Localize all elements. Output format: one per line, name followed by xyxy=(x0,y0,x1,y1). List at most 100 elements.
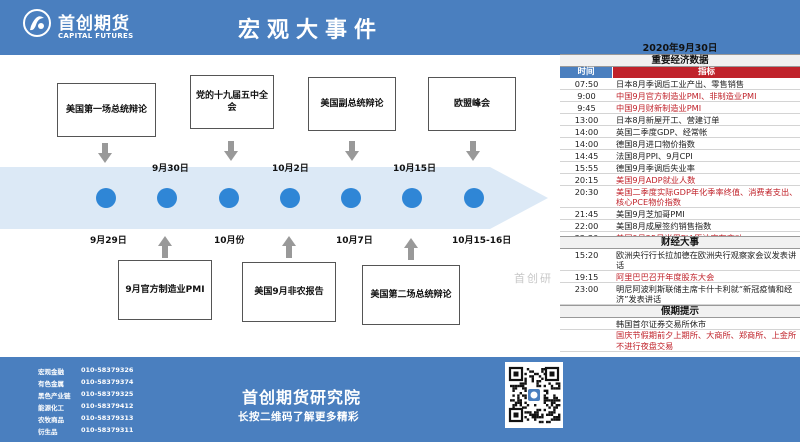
contact-row: 黑色产业链 010-58379325 xyxy=(38,390,133,400)
contact-name: 衍生品 xyxy=(38,428,58,436)
page-title: 宏观大事件 xyxy=(238,18,384,43)
row-time: 22:00 xyxy=(574,221,599,232)
schedule-row: 15:20 欧洲央行行长拉加德在欧洲央行观察家会议发表讲话 xyxy=(560,249,800,272)
date-label-oct2: 10月2日 xyxy=(272,164,309,174)
row-description: 日本8月新屋开工、营建订单 xyxy=(616,114,720,125)
row-description: 国庆节假期前夕上期所、大商所、郑商所、上金所不进行夜盘交易 xyxy=(616,330,797,351)
timeline-dot xyxy=(464,188,484,208)
schedule-row: 19:15 阿里巴巴召开年度股东大会 xyxy=(560,271,800,284)
contact-row: 有色金属 010-58379374 xyxy=(38,378,133,388)
col-header-indicator: 指标 xyxy=(613,67,800,78)
row-description: 韩国首尔证券交易所休市 xyxy=(616,318,707,329)
row-time: 15:55 xyxy=(574,163,599,173)
contact-row: 农牧商品 010-58379313 xyxy=(38,414,133,424)
connector-arrows-top xyxy=(98,141,480,163)
schedule-row: 国庆节假期前夕上期所、大商所、郑商所、上金所不进行夜盘交易 xyxy=(560,330,800,352)
event-box-nonfarm: 美国9月非农报告 xyxy=(242,262,336,322)
row-description: 法国8月PPI、9月CPI xyxy=(616,150,693,161)
contact-name: 宏观金融 xyxy=(38,368,64,376)
contact-name: 能源化工 xyxy=(38,404,64,412)
event-box-official-pmi: 9月官方制造业PMI xyxy=(118,260,212,320)
row-description: 美国8月成屋签约销售指数 xyxy=(616,220,712,231)
schedule-row: 14:00 德国8月进口物价指数 xyxy=(560,138,800,150)
schedule-row: 23:00 明尼阿波利斯联储主席卡什卡利就“新冠疫情和经济”发表讲话 xyxy=(560,283,800,306)
row-time: 14:00 xyxy=(574,139,599,149)
row-time: 21:45 xyxy=(574,209,599,220)
row-description: 欧洲央行行长拉加德在欧洲央行观察家会议发表讲话 xyxy=(616,249,797,270)
date-label-sep30: 9月30日 xyxy=(152,164,189,174)
row-description: 德国9月季调后失业率 xyxy=(616,162,695,173)
watermark-text: 首创研 xyxy=(514,272,553,285)
event-box-vp-debate: 美国副总统辩论 xyxy=(308,77,396,131)
connector-arrows-bottom xyxy=(158,236,418,260)
row-description: 英国二季度GDP、经常帐 xyxy=(616,126,708,137)
contact-name: 有色金属 xyxy=(38,380,64,388)
timeline-graphics xyxy=(0,141,548,260)
date-label-oct15-16: 10月15-16日 xyxy=(452,236,512,246)
timeline-dot xyxy=(157,188,177,208)
section-title-holiday: 假期提示 xyxy=(560,305,800,318)
date-label-oct7: 10月7日 xyxy=(336,236,373,246)
date-label-oct15: 10月15日 xyxy=(393,164,437,174)
row-description: 美国二季度实际GDP年化季率终值、消费者支出、核心PCE物价指数 xyxy=(616,186,798,207)
macro-event-timeline: 美国第一场总统辩论 党的十九届五中全会 美国副总统辩论 欧盟峰会 9月30日 1… xyxy=(0,55,560,355)
row-description: 日本8月季调后工业产出、零售销售 xyxy=(616,78,745,89)
contact-phone: 010-58379326 xyxy=(81,366,134,374)
row-time: 15:20 xyxy=(574,250,599,260)
section-title-finance: 财经大事 xyxy=(560,236,800,249)
row-description: 中国9月官方制造业PMI、非制造业PMI xyxy=(616,90,757,101)
logo-name-en: CAPITAL FUTURES xyxy=(58,32,134,40)
institute-name: 首创期货研究院 xyxy=(242,388,362,407)
row-time: 14:00 xyxy=(574,127,599,137)
row-time: 13:00 xyxy=(574,115,599,125)
timeline-dot xyxy=(341,188,361,208)
finance-rows: 15:20 欧洲央行行长拉加德在欧洲央行观察家会议发表讲话 19:15 阿里巴巴召开年… xyxy=(560,249,800,306)
schedule-row: 韩国首尔证券交易所休市 xyxy=(560,318,800,330)
row-description: 阿里巴巴召开年度股东大会 xyxy=(616,271,715,282)
logo-name-cn: 首创期货 xyxy=(58,14,130,34)
timeline-dots xyxy=(96,188,484,208)
row-time: 19:15 xyxy=(574,272,599,283)
row-description: 中国9月财新制造业PMI xyxy=(616,102,702,113)
row-time xyxy=(560,318,613,329)
contact-phone: 010-58379374 xyxy=(81,378,134,386)
contact-phone: 010-58379412 xyxy=(81,402,134,410)
timeline-dot xyxy=(219,188,239,208)
header-bar: 首创期货 CAPITAL FUTURES 宏观大事件 xyxy=(0,0,800,55)
contact-name: 农牧商品 xyxy=(38,416,64,424)
schedule-row: 22:00 美国8月成屋签约销售指数 xyxy=(560,220,800,233)
contact-phone: 010-58379313 xyxy=(81,414,134,422)
row-time xyxy=(560,330,613,351)
holiday-rows: 韩国首尔证券交易所休市国庆节假期前夕上期所、大商所、郑商所、上金所不进行夜盘交易 xyxy=(560,318,800,352)
date-label-sep29: 9月29日 xyxy=(90,236,127,246)
contact-name: 黑色产业链 xyxy=(38,392,71,400)
qr-code-icon[interactable] xyxy=(505,362,563,428)
event-box-eu-summit: 欧盟峰会 xyxy=(428,77,516,131)
schedule-row: 15:55 德国9月季调后失业率 xyxy=(560,162,800,174)
panel-date: 2020年9月30日 xyxy=(642,43,718,54)
row-description: 德国8月进口物价指数 xyxy=(616,138,695,149)
section-title-econ: 重要经济数据 xyxy=(560,54,800,67)
row-time: 23:00 xyxy=(574,284,599,295)
contact-row: 宏观金融 010-58379326 xyxy=(38,366,133,376)
schedule-row: 13:00 日本8月新屋开工、营建订单 xyxy=(560,114,800,126)
footer-bar: 宏观金融 010-58379326 有色金属 010-58379374 黑色产业链 0… xyxy=(0,357,800,442)
contact-phone: 010-58379325 xyxy=(81,390,134,398)
event-box-first-debate: 美国第一场总统辩论 xyxy=(57,83,156,137)
schedule-row: 14:00 英国二季度GDP、经常帐 xyxy=(560,126,800,138)
col-header-time: 时间 xyxy=(560,67,612,78)
event-box-fifth-plenum: 党的十九届五中全会 xyxy=(190,75,274,129)
contact-row: 能源化工 010-58379412 xyxy=(38,402,133,412)
econ-table-header: 时间 指标 xyxy=(560,67,800,78)
row-description: 明尼阿波利斯联储主席卡什卡利就“新冠疫情和经济”发表讲话 xyxy=(616,283,793,304)
timeline-dot xyxy=(96,188,116,208)
